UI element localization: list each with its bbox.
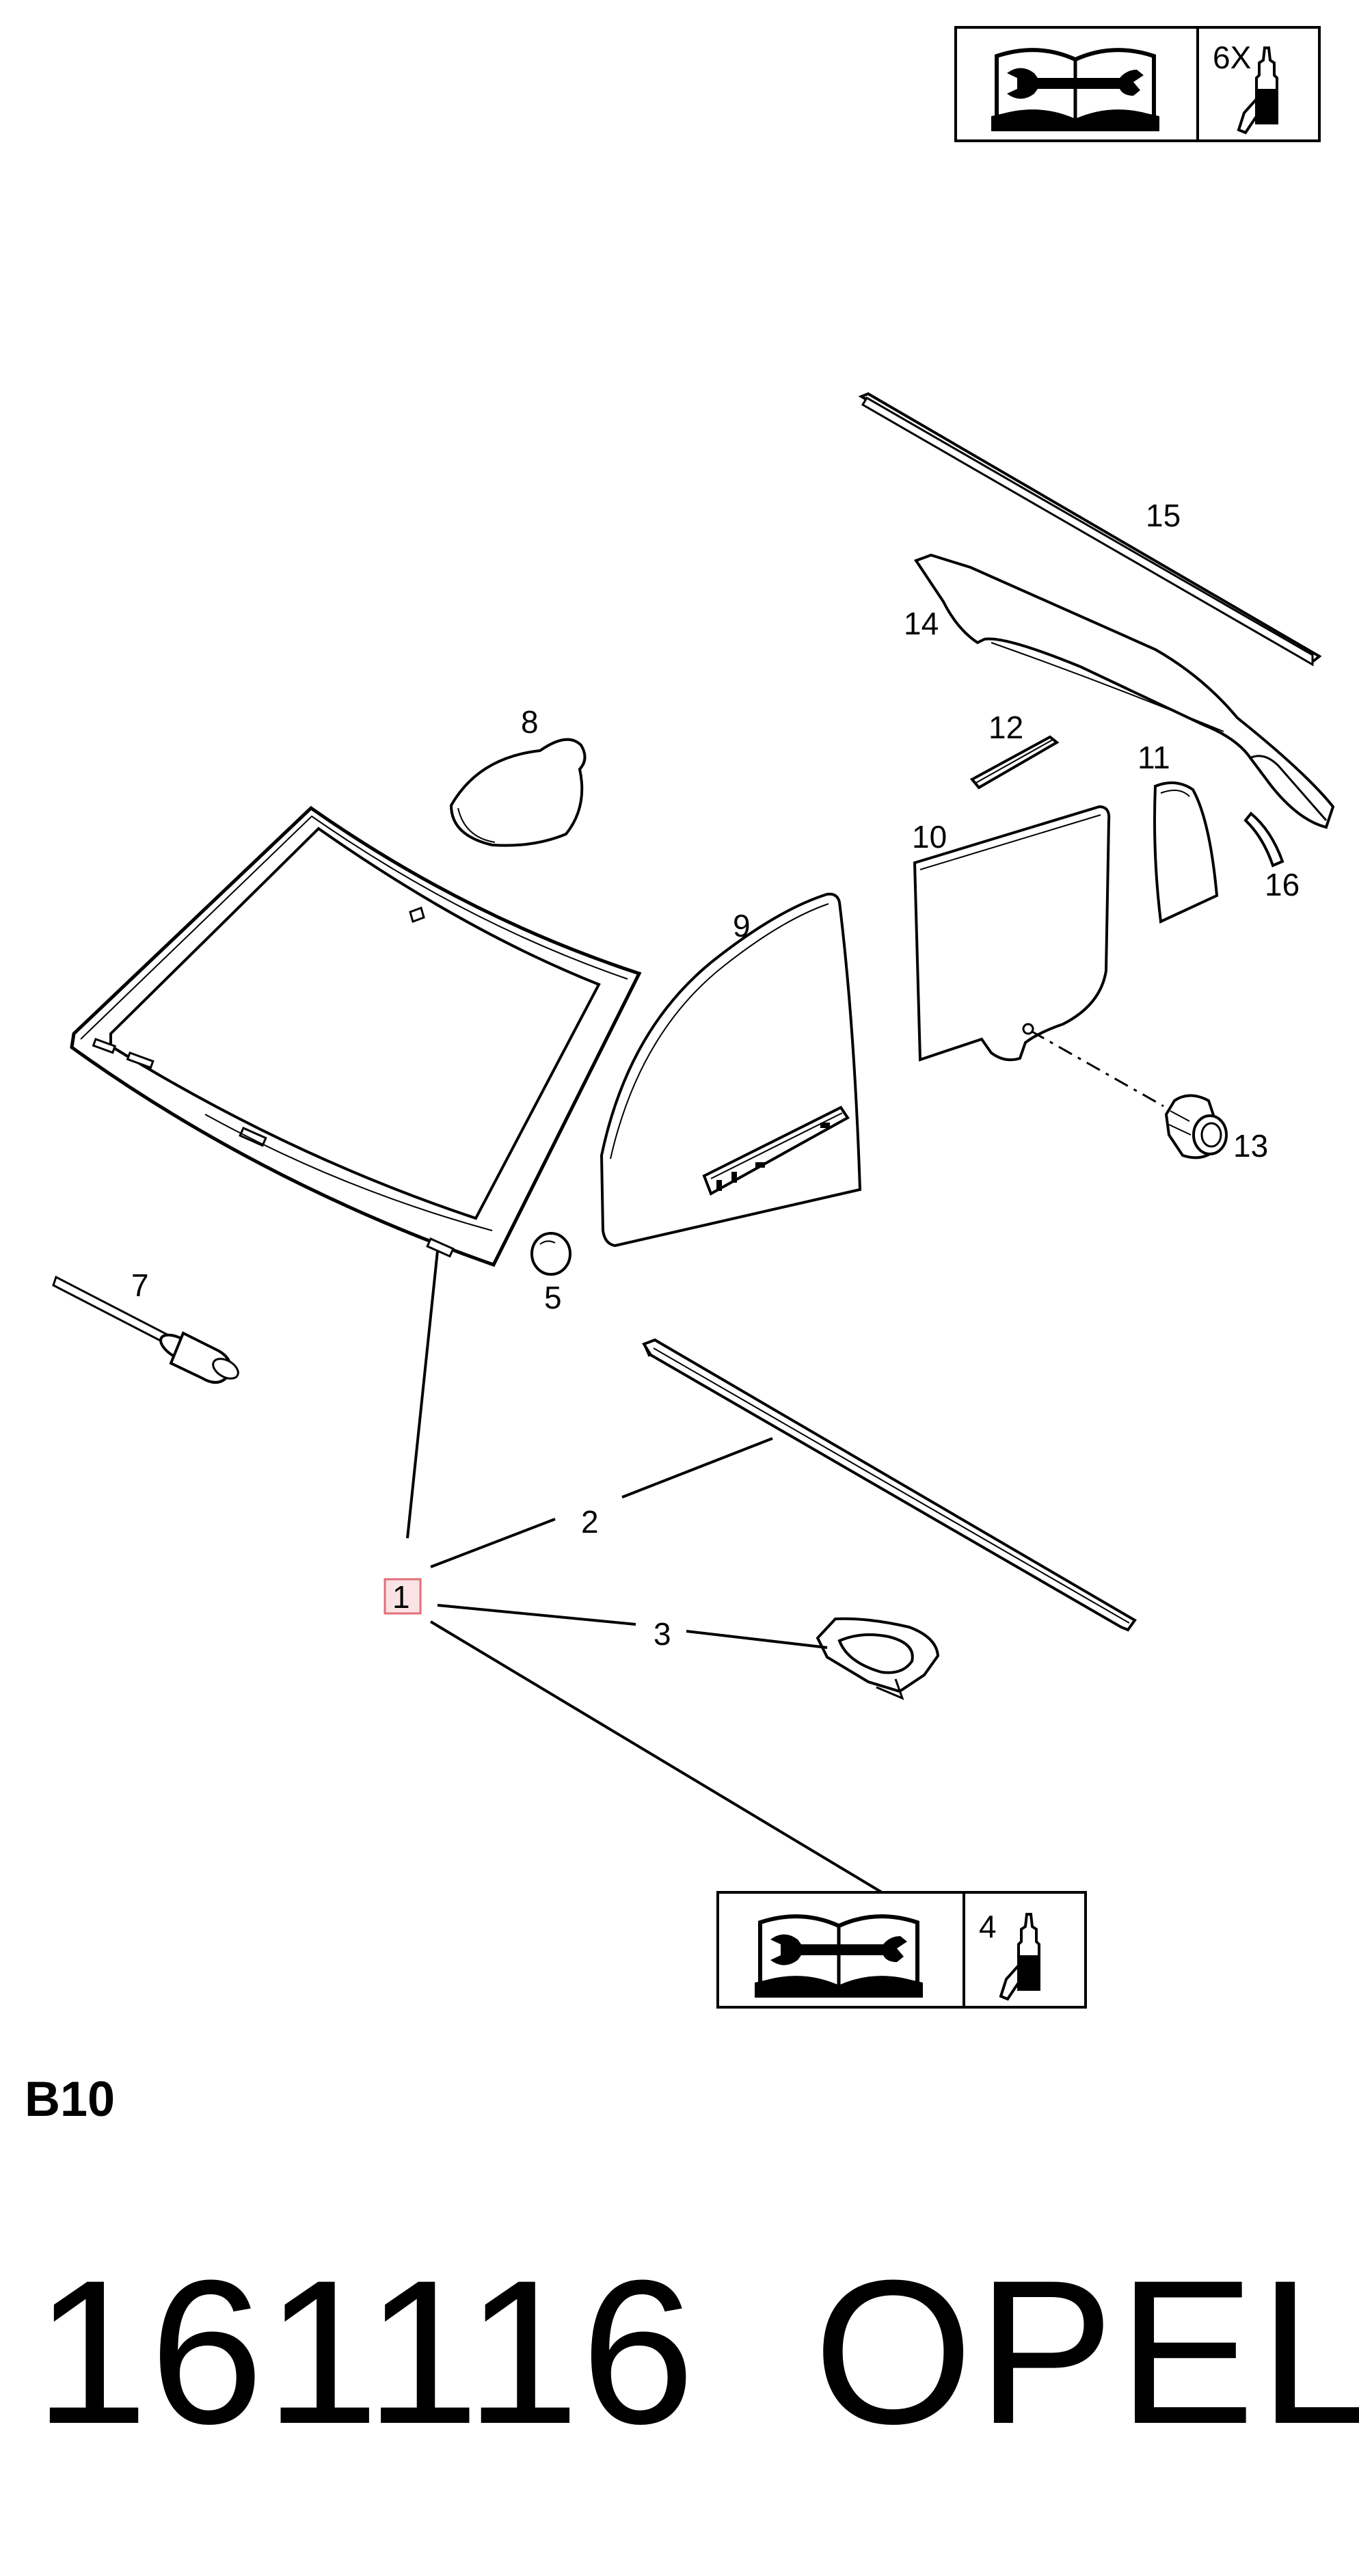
part-1-windshield <box>70 805 642 1267</box>
callout-12: 12 <box>988 710 1023 745</box>
part-2-molding <box>642 1338 1137 1632</box>
part-3-mirror-bracket <box>816 1617 940 1700</box>
callout-16: 16 <box>1265 867 1300 902</box>
callout-10: 10 <box>912 819 947 855</box>
part-9-front-door-glass <box>600 892 862 1248</box>
callout-5: 5 <box>544 1280 562 1315</box>
brand-name: OPEL <box>813 2237 1359 2467</box>
part-13-grommet <box>1164 1094 1228 1159</box>
part-14-spoiler <box>913 553 1335 829</box>
part-12-trim-strip <box>969 735 1060 790</box>
callout-2: 2 <box>581 1504 599 1540</box>
callout-3: 3 <box>654 1616 671 1652</box>
part-8-sensor-pad <box>449 738 587 847</box>
part-16-seal <box>1243 811 1284 868</box>
top-info-box: 6X <box>954 26 1321 142</box>
callout-13: 13 <box>1233 1128 1268 1164</box>
callout-1-box[interactable]: 1 <box>384 1578 422 1615</box>
diagram-number: 161116 <box>34 2237 697 2467</box>
leader-10-13 <box>1030 1030 1164 1108</box>
manual-icon <box>991 50 1159 131</box>
callout-8: 8 <box>521 704 539 740</box>
part-7-rivet <box>52 1275 239 1384</box>
leader-lines <box>406 1250 883 1894</box>
part-11-quarter-glass <box>1153 781 1219 924</box>
glass-hole <box>1022 1023 1034 1035</box>
callout-7: 7 <box>131 1267 149 1303</box>
section-code: B10 <box>25 2072 116 2127</box>
callout-11: 11 <box>1138 740 1170 775</box>
bottom-box-qty: 4 <box>979 1909 997 1944</box>
top-box-qty: 6X <box>1213 40 1251 75</box>
part-10-rear-door-glass <box>913 805 1111 1062</box>
part-15-roof-strip <box>858 392 1322 667</box>
callout-14: 14 <box>904 606 939 641</box>
bottom-info-box: 4 <box>716 1891 1087 2009</box>
manual-icon <box>755 1916 923 1998</box>
callout-9: 9 <box>733 908 751 943</box>
part-5-button <box>530 1232 571 1276</box>
callout-1: 1 <box>392 1579 410 1615</box>
callout-15: 15 <box>1146 498 1181 533</box>
